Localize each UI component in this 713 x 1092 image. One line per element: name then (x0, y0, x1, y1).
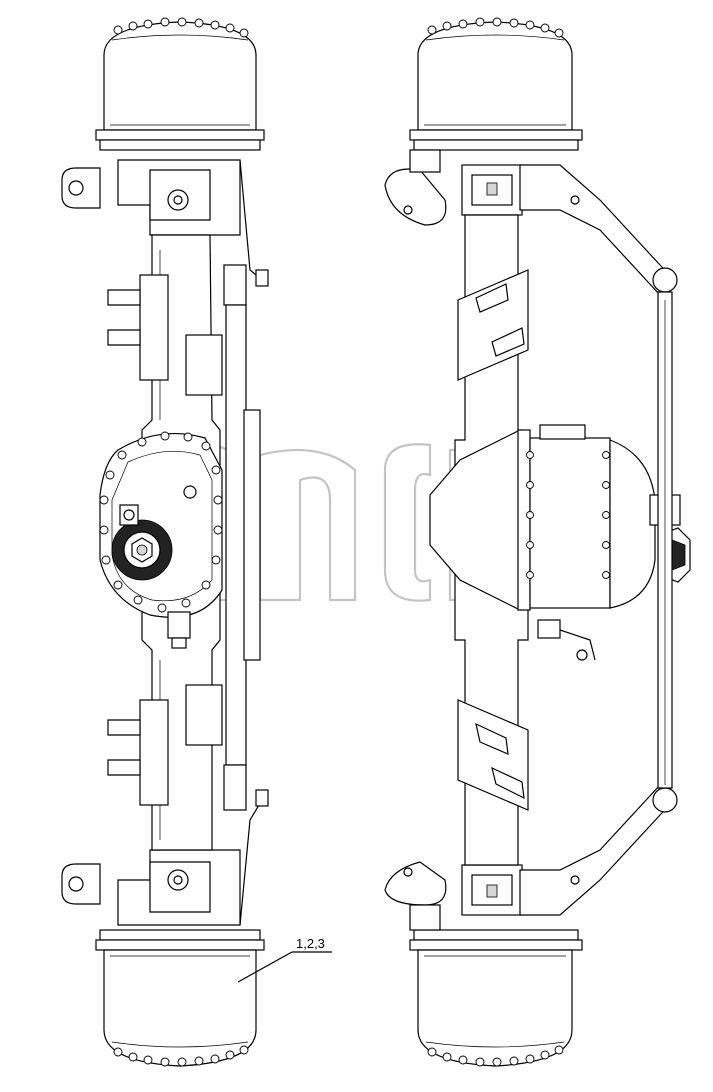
axle-front-view (384, 17, 691, 1067)
front-differential (429, 424, 691, 661)
callout-label: 1,2,3 (296, 936, 325, 951)
bottom-hub (95, 929, 265, 1067)
tie-rod (223, 159, 269, 926)
top-steering-knuckle (61, 159, 241, 236)
front-top-hub (409, 17, 583, 151)
brake-chambers (384, 149, 447, 931)
bottom-steering-knuckle (61, 849, 241, 926)
spring-pads (107, 274, 223, 806)
differential-housing (99, 431, 223, 649)
front-steering-linkage (519, 164, 678, 916)
front-bottom-hub (409, 929, 583, 1067)
top-hub (95, 17, 265, 151)
part-callout: 1,2,3 (237, 936, 332, 983)
axle-top-view: 1,2,3 (61, 17, 332, 1067)
front-spring-seats (457, 269, 529, 811)
